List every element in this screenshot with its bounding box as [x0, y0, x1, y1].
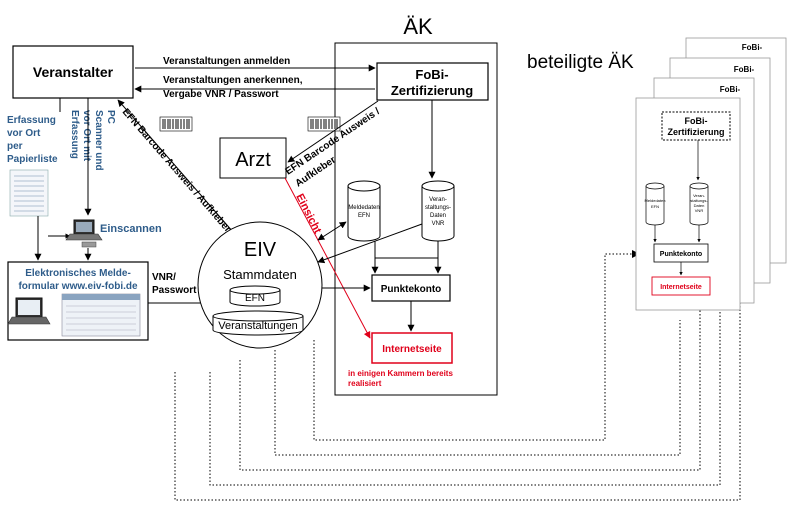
- veranstalter-box: [12, 45, 134, 99]
- anmelden-label: Veranstaltungen anmelden: [163, 56, 290, 67]
- veran-label-3: Daten: [430, 213, 446, 219]
- veran-to-eiv-arrow: [317, 223, 423, 264]
- veran-label-2: staltungs-: [425, 205, 451, 211]
- papier-line-2: vor Ort: [7, 128, 41, 139]
- vnr-label-2: Passwort: [152, 285, 197, 296]
- papier-line-4: Papierliste: [7, 154, 58, 165]
- small-meldedaten-cylinder: Meldedaten EFN: [645, 182, 666, 226]
- scanner-line-1: Erfassung: [69, 110, 80, 159]
- vnr-label-1: VNR/: [152, 272, 176, 283]
- veranstaltungsdaten-vnr-cylinder: Veran- staltungs- Daten VNR: [421, 180, 455, 242]
- small-fobi-label-1: FoBi-: [685, 116, 708, 126]
- small-veran-cylinder: Veran- staltungs- Daten VNR: [689, 182, 709, 226]
- papier-line-1: Erfassung: [7, 115, 56, 126]
- meldeformular-label-1: Elektronisches Melde-: [25, 268, 131, 279]
- arzt-box: [219, 137, 287, 179]
- small-internetseite-label: Internetseite: [660, 284, 702, 291]
- barcode-right-icon: [307, 116, 341, 132]
- barcode-left-icon: [159, 116, 193, 132]
- small-internetseite-box: [651, 276, 711, 296]
- aek-title: ÄK: [403, 14, 433, 39]
- veran-label-4: VNR: [432, 221, 445, 227]
- papier-line-3: per: [7, 141, 23, 152]
- barcode-right-arrow: [287, 100, 379, 163]
- realisiert-note-1: in einigen Kammern bereits: [348, 369, 453, 378]
- eiv-efn-label: EFN: [245, 293, 265, 304]
- eiv-efn-cylinder: EFN: [229, 285, 281, 307]
- einscannen-label: Einscannen: [100, 223, 162, 235]
- realisiert-note-2: realisiert: [348, 379, 382, 388]
- scanner-line-2: vor Ort mit: [81, 110, 92, 162]
- fobi-zertifizierung-box: [376, 62, 489, 101]
- small-veran-label-3: Daten: [694, 203, 705, 208]
- meldedaten-label-2: EFN: [358, 213, 370, 219]
- papierliste-document-icon: [9, 169, 49, 217]
- small-fobi-label-2: Zertifizierung: [667, 127, 724, 137]
- small-melde-label-1: Meldedaten: [645, 198, 666, 203]
- small-veran-label-4: VNR: [695, 208, 704, 213]
- anerkennen-label: Veranstaltungen anerkennen,: [163, 75, 303, 86]
- small-veran-label-2: staltungs-: [690, 198, 708, 203]
- vergabe-label: Vergabe VNR / Passwort: [163, 89, 279, 100]
- meldeformular-label-2: formular www.eiv-fobi.de: [18, 281, 138, 292]
- small-melde-label-2: EFN: [651, 204, 659, 209]
- barcode-left-arrow: [117, 99, 241, 241]
- meldedaten-label-1: Meldedaten: [348, 205, 379, 211]
- einsicht-label: Einsicht: [293, 192, 323, 236]
- laptop-scanner-icon: [65, 219, 103, 248]
- eiv-veranstaltungen-label: Veranstaltungen: [218, 320, 298, 332]
- beteiligte-title: beteiligte ÄK: [527, 52, 634, 73]
- stack-card-3-label: FoBi-: [734, 65, 755, 74]
- internetseite-label: Internetseite: [382, 344, 442, 355]
- eiv-circle: EIV Stammdaten EFN Veranstaltungen: [197, 221, 323, 349]
- scanner-line-3: Scanner und: [93, 110, 104, 171]
- dotted-feedback-lines: [174, 253, 741, 501]
- aek-section: ÄK FoBi- Zertifizierung Meldedaten EFN V…: [334, 14, 498, 396]
- eiv-meldedaten-arrow: [317, 221, 347, 241]
- meldedaten-efn-cylinder: Meldedaten EFN: [347, 180, 381, 242]
- arzt-label: Arzt: [235, 149, 271, 171]
- eiv-veranstaltungen-cylinder: Veranstaltungen: [212, 310, 304, 336]
- internetseite-box: [371, 332, 453, 364]
- erfassung-scanner: Erfassung vor Ort mit Scanner und PC: [69, 110, 116, 171]
- beteiligte-stack: FoBi- FoBi- FoBi- FoBi- Zertifizierung M…: [635, 37, 787, 311]
- eiv-title: EIV: [244, 239, 277, 261]
- small-punktekonto-label: Punktekonto: [660, 251, 702, 258]
- erfassung-papierliste: Erfassung vor Ort per Papierliste: [7, 115, 58, 165]
- formular-screenshot-icon: [61, 293, 141, 337]
- eiv-stammdaten: Stammdaten: [223, 267, 297, 282]
- fobi-label-2: Zertifizierung: [391, 83, 473, 98]
- stack-card-4-label: FoBi-: [742, 43, 763, 52]
- small-fobi-box: [661, 111, 731, 141]
- veranstalter-label: Veranstalter: [33, 64, 114, 80]
- punktekonto-label: Punktekonto: [381, 284, 442, 295]
- stack-card-2-label: FoBi-: [720, 85, 741, 94]
- formular-laptop-icon: [7, 297, 51, 325]
- veran-label-1: Veran-: [429, 197, 447, 203]
- scanner-line-4: PC: [105, 110, 116, 124]
- small-veran-label-1: Veran-: [693, 193, 705, 198]
- fobi-label-1: FoBi-: [415, 67, 448, 82]
